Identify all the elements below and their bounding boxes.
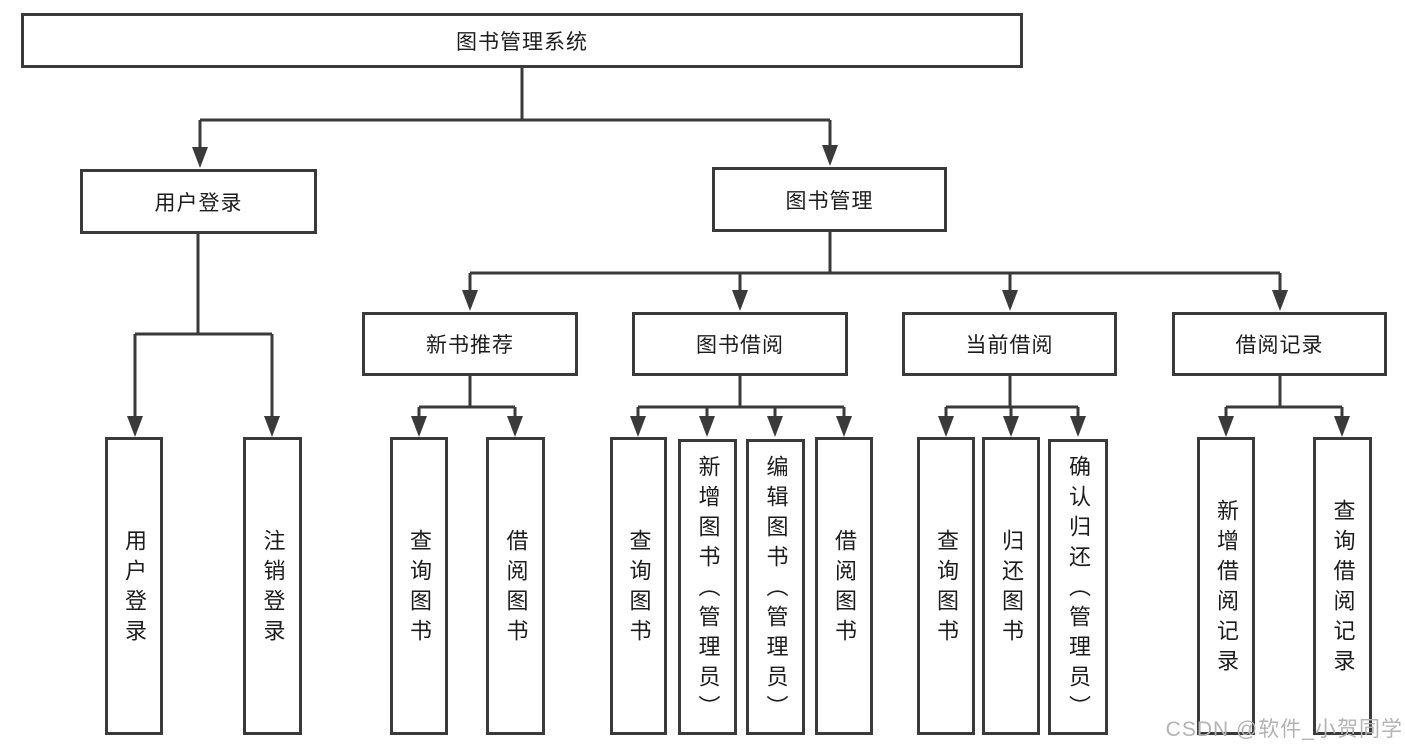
arrowhead	[767, 416, 783, 437]
arrowhead	[1218, 416, 1234, 437]
leaf-borrow-books-recommend: 借阅图书	[486, 437, 545, 735]
node-book-management: 图书管理	[712, 167, 947, 232]
leaf-return-books: 归还图书	[982, 437, 1040, 735]
arrowhead	[127, 416, 143, 437]
leaf-add-books-admin: 新增图书（管理员）	[678, 439, 737, 735]
leaf-query-books-current: 查询图书	[917, 437, 975, 735]
arrowhead	[192, 147, 208, 168]
arrowhead	[822, 145, 838, 166]
node-borrowing-records: 借阅记录	[1172, 312, 1387, 376]
leaf-add-borrow-record: 新增借阅记录	[1197, 437, 1255, 735]
leaf-edit-books-admin: 编辑图书（管理员）	[746, 439, 805, 735]
node-current-borrowing: 当前借阅	[902, 312, 1117, 376]
node-new-book-recommendation: 新书推荐	[362, 312, 578, 376]
leaf-confirm-return-admin: 确认归还（管理员）	[1048, 439, 1108, 735]
arrowhead	[462, 290, 478, 311]
leaf-user-login: 用户登录	[105, 437, 163, 735]
arrowhead	[1272, 290, 1288, 311]
node-book-borrowing: 图书借阅	[632, 312, 848, 376]
arrowhead	[1334, 416, 1350, 437]
arrowhead	[836, 416, 852, 437]
leaf-borrow-books: 借阅图书	[815, 437, 873, 735]
arrowhead	[699, 416, 715, 437]
node-library-management-system: 图书管理系统	[21, 13, 1023, 68]
csdn-watermark: CSDN @软件_小贺同学	[1165, 718, 1403, 741]
arrowhead	[630, 416, 646, 437]
leaf-query-borrow-record: 查询借阅记录	[1313, 437, 1372, 735]
arrowhead	[1003, 416, 1019, 437]
leaf-logout: 注销登录	[243, 437, 302, 735]
arrowhead	[264, 416, 280, 437]
arrowhead	[507, 416, 523, 437]
leaf-query-books-recommend: 查询图书	[390, 437, 448, 735]
arrowhead	[1002, 290, 1018, 311]
arrowhead	[1070, 416, 1086, 437]
node-user-login: 用户登录	[80, 169, 317, 234]
arrowhead	[938, 416, 954, 437]
arrowhead	[411, 416, 427, 437]
leaf-query-books-borrow: 查询图书	[610, 437, 667, 735]
arrowhead	[732, 290, 748, 311]
